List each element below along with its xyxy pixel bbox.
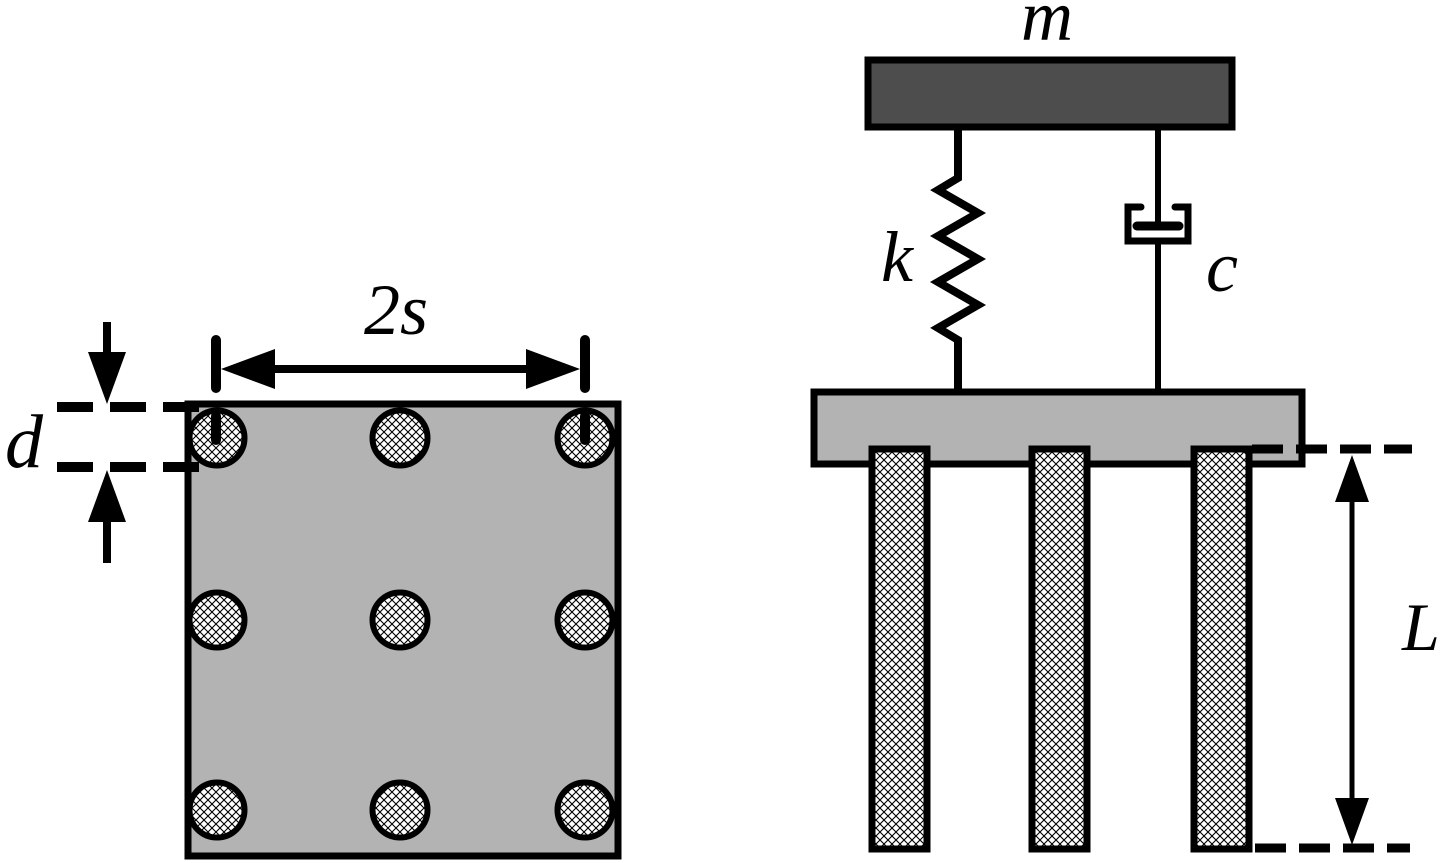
diameter-arrowhead-up-icon [88,470,126,522]
span-arrowhead-left-icon [221,349,275,389]
span-dimension: 2s [211,270,590,445]
pile-circle [369,779,431,841]
spring-label: k [881,217,915,297]
pile [1190,445,1253,853]
span-arrowhead-right-icon [526,349,580,389]
spring [929,127,987,392]
span-label: 2s [364,270,428,350]
pile-circle [186,779,248,841]
mass-label: m [1021,0,1073,56]
diameter-label: d [5,400,44,484]
pile-group [868,445,1253,853]
pile-circle [186,589,248,651]
length-label: L [1401,589,1440,665]
pile-circle [369,407,431,469]
mass-block [864,56,1236,131]
plan-view: 2s d [5,270,622,860]
damper-label: c [1206,227,1238,307]
pile [868,445,931,853]
diameter-dimension: d [5,322,200,563]
elevation-view: m k c L [810,0,1440,853]
pile-circle [369,589,431,651]
length-dimension: L [1252,444,1440,853]
length-arrowhead-down-icon [1335,798,1369,845]
length-arrowhead-up-icon [1335,455,1369,502]
damper: c [1124,127,1238,392]
diameter-arrowhead-down-icon [88,352,126,404]
pile [1028,445,1091,853]
pile-circle [554,589,616,651]
pile-circle [554,779,616,841]
pile-circle-grid [186,407,616,841]
